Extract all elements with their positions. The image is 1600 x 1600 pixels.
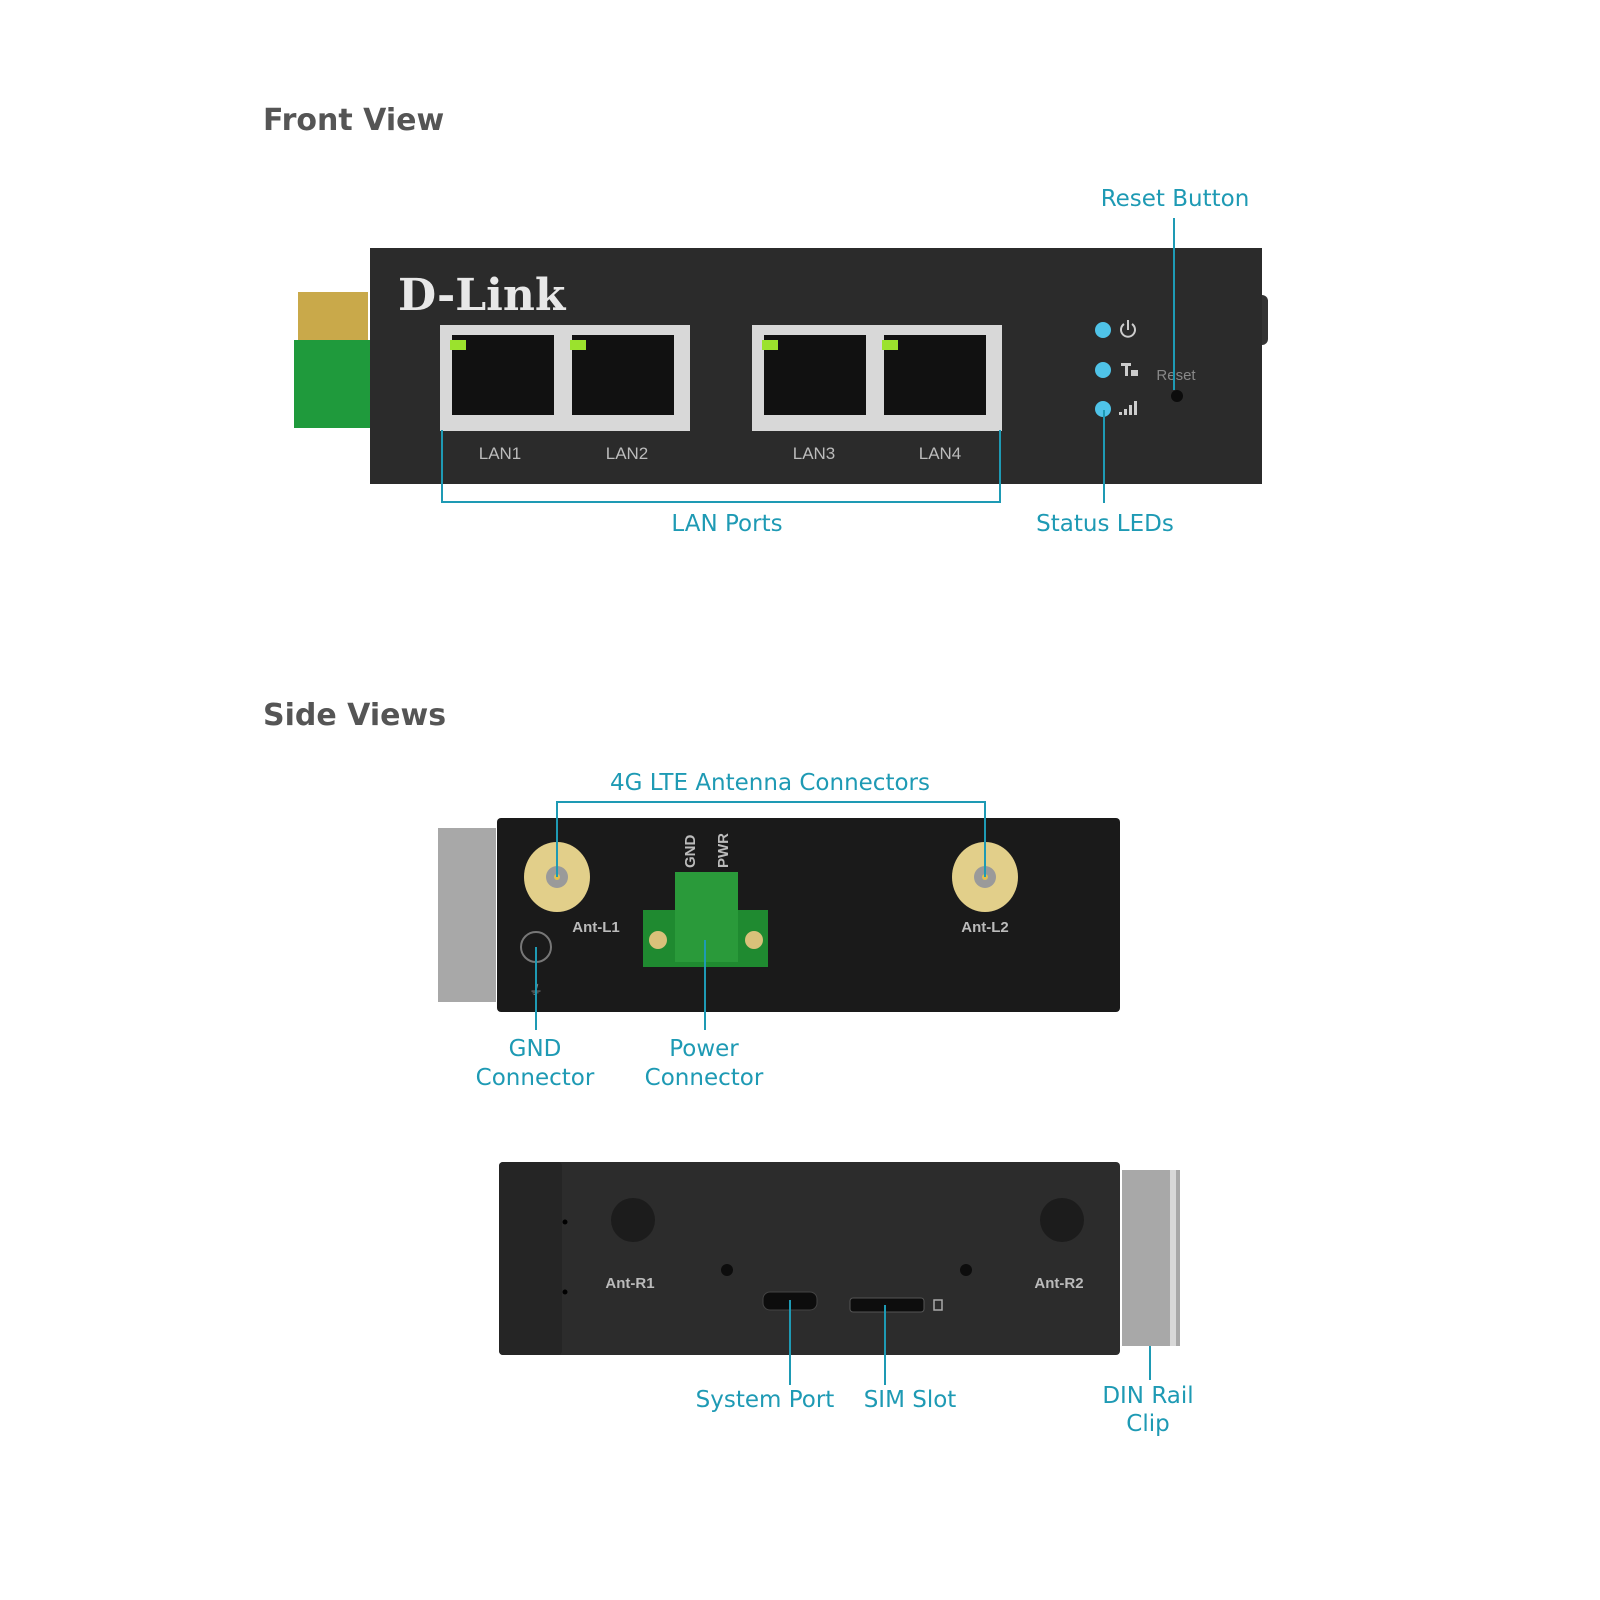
dlink-logo: D-Link [398, 270, 567, 321]
status-leds-callout: Status LEDs [1036, 511, 1174, 537]
front-view-title: Front View [263, 103, 444, 138]
signal-icon [1119, 401, 1137, 415]
port-led [762, 340, 778, 350]
lan4-label: LAN4 [919, 444, 962, 463]
wan-icon [1121, 363, 1138, 376]
lan-ports-callout: LAN Ports [671, 511, 782, 537]
system-port-callout: System Port [696, 1387, 835, 1413]
lan-port-2[interactable] [572, 335, 674, 415]
gnd-callout-line1: GND [509, 1036, 562, 1062]
power-callout-line2: Connector [645, 1065, 764, 1091]
side-panel-2 [499, 1162, 1120, 1355]
port-led [450, 340, 466, 350]
lan-port-3[interactable] [764, 335, 866, 415]
side-device-1: Ant-L1 Ant-L2 GND PWR ⏚ [438, 818, 1120, 1012]
sim-icon [933, 1299, 943, 1311]
ant-r2-label: Ant-R2 [1034, 1275, 1083, 1292]
lan-port-1[interactable] [452, 335, 554, 415]
port-led [882, 340, 898, 350]
side-device-2: Ant-R1 Ant-R2 [499, 1162, 1180, 1355]
lan-port-4[interactable] [884, 335, 986, 415]
pwr-pin-label: PWR [715, 833, 732, 868]
lan1-label: LAN1 [479, 444, 522, 463]
power-led [1095, 322, 1111, 338]
reset-button[interactable] [1171, 390, 1183, 402]
sim-slot-callout: SIM Slot [864, 1387, 957, 1413]
gnd-callout-line2: Connector [476, 1065, 595, 1091]
signal-led [1095, 401, 1111, 417]
ant-r1-label: Ant-R1 [605, 1275, 654, 1292]
power-callout-line1: Power [669, 1036, 739, 1062]
ant-l1-label: Ant-L1 [572, 919, 620, 936]
side-views-title: Side Views [263, 698, 446, 733]
antenna-connector-icon [298, 292, 368, 344]
din-rail-clip [438, 828, 496, 1002]
reset-text: Reset [1156, 367, 1196, 384]
wan-led [1095, 362, 1111, 378]
front-device: D-Link LAN1 LAN2 LAN3 LAN4 [294, 248, 1268, 484]
antenna-plug-r1 [611, 1198, 655, 1242]
din-rail-callout-line1: DIN Rail [1102, 1383, 1193, 1409]
lan3-label: LAN3 [793, 444, 836, 463]
port-led [570, 340, 586, 350]
antenna-plug-r2 [1040, 1198, 1084, 1242]
reset-button-callout: Reset Button [1101, 186, 1250, 212]
terminal-block [294, 340, 370, 428]
power-icon [1120, 320, 1136, 338]
lan2-label: LAN2 [606, 444, 649, 463]
ant-l2-label: Ant-L2 [961, 919, 1009, 936]
lan-port-group-2 [752, 325, 1002, 431]
sim-slot[interactable] [849, 1297, 925, 1313]
antenna-callout: 4G LTE Antenna Connectors [610, 770, 930, 796]
gnd-pin-label: GND [682, 835, 699, 869]
din-rail-callout-line2: Clip [1126, 1411, 1169, 1437]
lan-port-group-1 [440, 325, 690, 431]
side-panel-1 [497, 818, 1120, 1012]
